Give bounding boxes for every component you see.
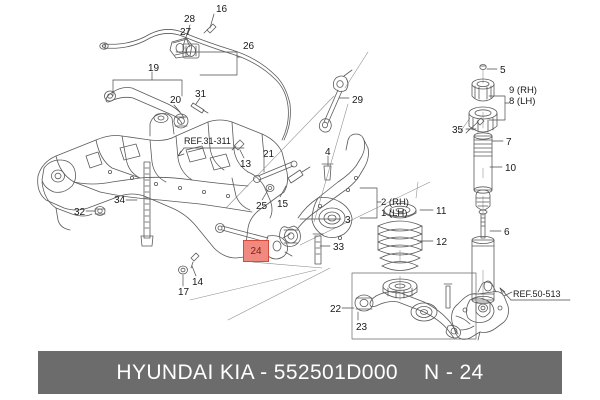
exploded-parts-drawing <box>37 13 571 341</box>
callout-1lh: 1 (LH) <box>381 207 408 219</box>
callout-15: 15 <box>277 199 289 210</box>
callout-2rh: 2 (RH) <box>381 197 409 208</box>
highlighted-part-24[interactable]: 24 <box>243 240 269 262</box>
footer-part-number: 552501D000 <box>273 360 399 384</box>
callout-16: 16 <box>216 4 228 15</box>
reference-label-50-513: REF.50-513 <box>513 289 561 299</box>
callout-34: 34 <box>114 195 126 206</box>
callout-8lh: 8 (LH) <box>509 95 536 107</box>
callout-22: 22 <box>330 304 342 315</box>
callout-20: 20 <box>170 95 182 106</box>
callout-2rh-1lh: 2 (RH) 1 (LH) <box>381 197 409 219</box>
footer-banner: HYUNDAI KIA - 552501D000 N - 24 <box>38 351 562 394</box>
callout-35: 35 <box>452 125 464 136</box>
footer-separator: - <box>260 360 268 384</box>
callout-3: 3 <box>345 215 351 226</box>
callout-10: 10 <box>505 163 517 174</box>
callout-11: 11 <box>436 206 447 217</box>
callout-27: 27 <box>180 27 192 38</box>
callout-29: 29 <box>352 95 364 106</box>
callout-21: 21 <box>263 149 275 160</box>
callout-12: 12 <box>436 237 448 248</box>
callout-5: 5 <box>500 65 506 76</box>
callout-26: 26 <box>243 41 255 52</box>
callout-33: 33 <box>333 242 345 253</box>
reference-label-31-311: REF.31-311 <box>184 136 231 146</box>
callout-28: 28 <box>184 14 196 25</box>
callout-25: 25 <box>256 201 268 212</box>
callout-32: 32 <box>74 207 86 218</box>
footer-text: HYUNDAI KIA - 552501D000 N - 24 <box>116 361 483 385</box>
callout-13: 13 <box>240 159 252 170</box>
footer-catalog-code: N - 24 <box>424 360 484 384</box>
callout-4: 4 <box>325 147 331 158</box>
callout-9rh-8lh: 9 (RH) 8 (LH) <box>509 85 537 107</box>
callout-7: 7 <box>506 137 512 148</box>
callout-19: 19 <box>148 63 160 74</box>
footer-brand: HYUNDAI KIA <box>116 360 254 384</box>
callout-14: 14 <box>192 277 204 288</box>
callout-31: 31 <box>195 89 207 100</box>
callout-23: 23 <box>356 322 368 333</box>
callout-6: 6 <box>504 227 510 238</box>
callout-9rh: 9 (RH) <box>509 85 537 96</box>
callout-17: 17 <box>178 287 190 298</box>
